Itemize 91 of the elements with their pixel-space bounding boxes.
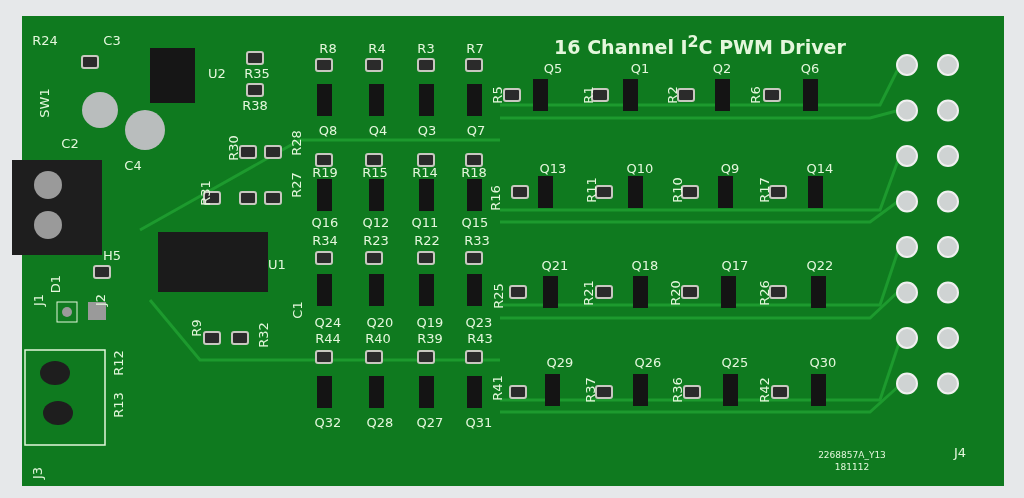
- reference-designator: Q18: [631, 258, 659, 272]
- reference-designator: R37: [583, 377, 597, 403]
- reference-designator: R17: [757, 177, 771, 203]
- reference-designator: Q25: [721, 355, 749, 369]
- reference-designator: Q14: [806, 161, 834, 175]
- reference-designator: Q5: [543, 61, 563, 75]
- reference-designator: R14: [412, 165, 438, 179]
- reference-designator: R31: [198, 180, 212, 206]
- reference-designator: R32: [256, 322, 270, 348]
- reference-designator: R8: [319, 41, 337, 55]
- reference-designator: R24: [32, 33, 58, 47]
- reference-designator: J3: [30, 466, 44, 480]
- reference-designator: R23: [363, 233, 389, 247]
- reference-designator: Q4: [368, 123, 388, 137]
- board-code: 2268857A_Y13: [818, 450, 886, 460]
- reference-designator: J2: [93, 293, 107, 307]
- reference-designator: Q6: [800, 61, 820, 75]
- reference-designator: SW1: [37, 88, 51, 118]
- reference-designator: U2: [208, 66, 226, 80]
- reference-designator: R18: [461, 165, 487, 179]
- reference-designator: Q28: [366, 415, 394, 429]
- reference-designator: R41: [490, 375, 504, 401]
- reference-designator: R2: [665, 86, 679, 104]
- reference-designator: Q30: [809, 355, 837, 369]
- reference-designator: R33: [464, 233, 490, 247]
- reference-designator: Q10: [626, 161, 654, 175]
- reference-designator: R28: [289, 130, 303, 156]
- reference-designator: C3: [103, 33, 121, 47]
- reference-designator: R35: [244, 66, 270, 80]
- reference-designator: Q8: [318, 123, 338, 137]
- reference-designator: R42: [757, 377, 771, 403]
- reference-designator: Q16: [311, 215, 339, 229]
- reference-designator: R9: [189, 319, 203, 337]
- reference-designator: Q29: [546, 355, 574, 369]
- reference-designator: Q2: [712, 61, 732, 75]
- reference-designator: Q17: [721, 258, 749, 272]
- reference-designator: R10: [670, 177, 684, 203]
- reference-designator: Q32: [314, 415, 342, 429]
- reference-designator: R22: [414, 233, 440, 247]
- reference-designator: R20: [668, 280, 682, 306]
- reference-designator: R15: [362, 165, 388, 179]
- reference-designator: R6: [748, 86, 762, 104]
- reference-designator: R21: [581, 280, 595, 306]
- reference-designator: R16: [488, 185, 502, 211]
- reference-designator: R11: [584, 177, 598, 203]
- reference-designator: J1: [31, 293, 45, 307]
- reference-designator: R27: [289, 172, 303, 198]
- reference-designator: R44: [315, 331, 341, 345]
- reference-designator: R25: [491, 283, 505, 309]
- reference-designator: Q15: [461, 215, 489, 229]
- reference-designator: Q13: [539, 161, 567, 175]
- reference-designator: Q31: [465, 415, 493, 429]
- reference-designator: R30: [226, 135, 240, 161]
- reference-designator: R5: [490, 86, 504, 104]
- reference-designator: Q24: [314, 315, 342, 329]
- reference-designator: R1: [581, 86, 595, 104]
- reference-designator: R40: [365, 331, 391, 345]
- reference-designator: Q20: [366, 315, 394, 329]
- reference-designator: Q1: [630, 61, 650, 75]
- reference-designator: R13: [111, 392, 125, 418]
- reference-designator: Q12: [362, 215, 390, 229]
- reference-designator: R39: [417, 331, 443, 345]
- reference-designator: R38: [242, 98, 268, 112]
- reference-designator: R7: [466, 41, 484, 55]
- reference-designator: H5: [103, 248, 121, 262]
- reference-designator: R3: [417, 41, 435, 55]
- reference-designator: C1: [290, 301, 304, 319]
- reference-designator: R34: [312, 233, 338, 247]
- reference-designator: Q9: [720, 161, 740, 175]
- board-title: 16 Channel I$^{2}$C PWM Driver: [554, 31, 846, 59]
- reference-designator: R19: [312, 165, 338, 179]
- reference-designator: R36: [670, 377, 684, 403]
- reference-designator: Q23: [465, 315, 493, 329]
- reference-designator: Q19: [416, 315, 444, 329]
- reference-designator: Q11: [411, 215, 439, 229]
- reference-designator: Q26: [634, 355, 662, 369]
- reference-designator: Q7: [466, 123, 486, 137]
- reference-designator: J4: [953, 445, 967, 459]
- reference-designator: R26: [757, 280, 771, 306]
- reference-designator: D1: [48, 274, 62, 294]
- reference-designator: Q27: [416, 415, 444, 429]
- reference-designator: Q21: [541, 258, 569, 272]
- reference-designator: C4: [124, 158, 142, 172]
- reference-designator: C2: [61, 136, 79, 150]
- reference-designator: Q3: [417, 123, 437, 137]
- date-code: 181112: [834, 462, 870, 472]
- reference-designator: Q22: [806, 258, 834, 272]
- reference-designator: U1: [268, 257, 286, 271]
- reference-designator: R43: [467, 331, 493, 345]
- reference-designator: R4: [368, 41, 386, 55]
- reference-designator: R12: [111, 350, 125, 376]
